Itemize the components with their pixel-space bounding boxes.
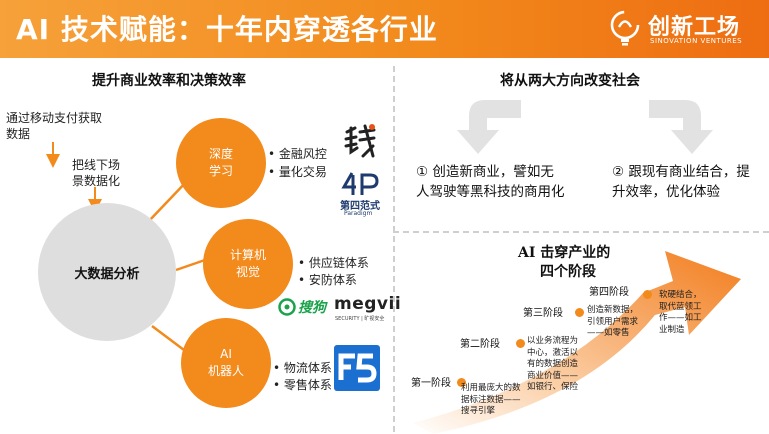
bullet-item: • 供应链体系 <box>298 256 369 270</box>
stage-3-desc: 创造新数据，引领用户需求——如零售 <box>587 305 639 338</box>
sougou-megvii-logos: 搜狗 megvii SECURITY | 旷视安全 <box>278 294 401 324</box>
arrow-down-left-icon <box>457 100 521 154</box>
stage-4-dot <box>643 290 652 299</box>
stage-4-desc: 软硬结合，取代蓝领工作——如工业制造 <box>659 290 702 335</box>
megvii-sub-text: SECURITY | 旷视安全 <box>335 316 385 322</box>
node-ai-robot-circle <box>181 318 271 408</box>
sougou-mark-icon <box>278 298 296 316</box>
node-computer-vision-circle <box>203 219 293 309</box>
sinovation-logo: 创新工场 SINOVATION VENTURES <box>606 6 766 52</box>
direction-existing-business: ② 跟现有商业结合，提升效率，优化体验 <box>612 164 750 200</box>
stage-1-label: 第一阶段 <box>411 378 451 389</box>
node-deep-learning-line2: 学习 <box>208 164 233 178</box>
qian-logo-icon <box>344 124 376 158</box>
big-data-circle: 大数据分析 <box>38 203 176 341</box>
node-deep-learning-line1: 深度 <box>208 147 233 161</box>
right-top-heading: 将从两大方向改变社会 <box>500 73 640 89</box>
paradigm-mark-icon <box>341 172 379 195</box>
stage-4-label: 第四阶段 <box>589 287 629 298</box>
f5-logo <box>334 345 380 391</box>
flow-connectors <box>46 142 206 351</box>
bullet-item: • 量化交易 <box>268 165 327 179</box>
vertical-divider <box>393 66 395 432</box>
paradigm-cn-text: 第四范式 <box>340 201 380 212</box>
stages-heading-line2: 四个阶段 <box>540 264 596 280</box>
sougou-text: 搜狗 <box>298 300 326 316</box>
logo-text-cn: 创新工场 <box>648 15 741 40</box>
page-title: AI 技术赋能：十年内穿透各行业 <box>16 13 438 46</box>
direction-new-business: ① 创造新商业，譬如无人驾驶等黑科技的商用化 <box>416 164 565 200</box>
stage-2-label: 第二阶段 <box>460 339 500 350</box>
bullet-item: • 金融风控 <box>268 147 327 161</box>
stage-3-label: 第三阶段 <box>523 308 563 319</box>
bulb-logo-icon <box>610 10 640 46</box>
note-offline-data: 把线下场景数据化 <box>72 158 121 188</box>
f5-logo-icon <box>338 353 377 383</box>
megvii-text: megvii <box>334 294 402 314</box>
qian-logo <box>343 122 377 162</box>
paradigm-en-text: Paradigm <box>344 210 373 217</box>
node-ai-robot-line1: AI <box>220 347 232 361</box>
node-computer-vision: 计算机 视觉 <box>203 219 293 309</box>
horizontal-divider <box>393 231 769 233</box>
stage-1-desc: 利用最庞大的数据标注数据——搜寻引擎 <box>461 383 521 416</box>
node-ai-robot: AI 机器人 <box>181 318 271 408</box>
node-deep-learning: 深度 学习 <box>176 118 266 208</box>
stage-1-dot <box>457 378 466 387</box>
note-mobile-payment: 通过移动支付获取数据 <box>6 111 103 141</box>
node-deep-learning-circle <box>176 118 266 208</box>
logo-text-en: SINOVATION VENTURES <box>650 37 743 45</box>
paradigm-logo: 第四范式 Paradigm <box>338 170 386 218</box>
node-computer-vision-line2: 视觉 <box>235 265 260 279</box>
stage-2-desc: 以业务流程为中心，激活以有的数据创造商业价值——如银行、保险 <box>527 336 579 392</box>
title-banner: AI 技术赋能：十年内穿透各行业 创新工场 SINOVATION VENTURE… <box>0 0 769 58</box>
node-ai-robot-line2: 机器人 <box>207 364 244 378</box>
stages-heading-line1: AI 击穿产业的 <box>518 245 611 261</box>
stage-2-dot <box>516 339 525 348</box>
stage-arrow-icon <box>413 251 741 434</box>
node-computer-vision-line1: 计算机 <box>229 248 266 262</box>
arrow-down-right-icon <box>649 100 713 154</box>
left-heading: 提升商业效率和决策效率 <box>92 73 246 89</box>
big-data-label: 大数据分析 <box>74 267 140 282</box>
bullet-item: • 零售体系 <box>273 378 332 392</box>
stage-3-dot <box>575 308 584 317</box>
bullet-item: • 安防体系 <box>298 273 357 287</box>
bullet-item: • 物流体系 <box>273 361 332 375</box>
